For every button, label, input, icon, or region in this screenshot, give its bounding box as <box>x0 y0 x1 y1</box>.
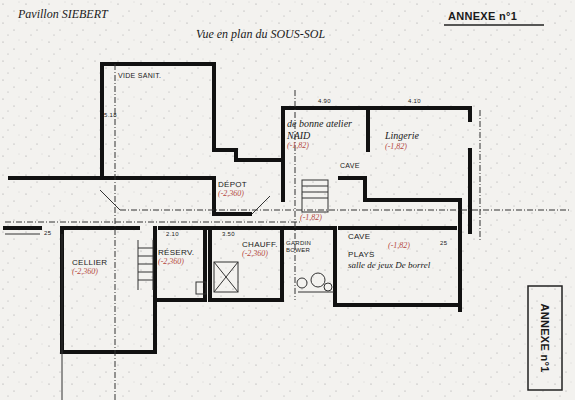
room-area: Lingerie(-1,82) <box>385 130 421 151</box>
level-mark: (-1,82) <box>287 141 363 150</box>
dimension: 2.10 <box>166 231 179 238</box>
room-name: DÉPOT <box>218 180 250 189</box>
room-area: DÉPOT(-2,360) <box>218 180 250 198</box>
dimension: 25 <box>440 240 447 247</box>
room-name: GARDIN <box>286 240 314 247</box>
room-area: RÉSERV.(-2,360) <box>158 248 197 266</box>
walls <box>5 64 470 352</box>
room-name: de bonne atelier NAID <box>287 118 363 141</box>
annex-header: ANNEXE n°1 <box>448 10 517 22</box>
room-area: CHAUFF.(-2,360) <box>242 240 280 258</box>
room-name: CAVE <box>348 232 456 241</box>
room-name: RÉSERV. <box>158 248 197 257</box>
underline <box>444 24 544 25</box>
room-name: BOWER <box>286 247 314 254</box>
level-mark: (-2,360) <box>158 257 197 266</box>
room-name: CHAUFF. <box>242 240 280 249</box>
dimension: 25 <box>44 230 51 237</box>
level-mark: (-2,360) <box>72 267 110 276</box>
room-name: CAVE <box>340 162 360 170</box>
room-area: CELLIER(-2,360) <box>72 258 110 276</box>
header-note: Pavillon SIEBERT <box>18 8 108 21</box>
dimension: 4.90 <box>318 98 331 105</box>
room-name: PLAYS <box>348 250 456 259</box>
room-area: CAVE(-1,82)PLAYSsalle de jeux De borrel <box>348 232 456 270</box>
dimension: 4.10 <box>408 98 421 105</box>
room-name: Lingerie <box>385 130 421 142</box>
room-area: VIDE SANIT. <box>118 72 164 80</box>
room-name: salle de jeux De borrel <box>348 260 456 270</box>
room-name: CELLIER <box>72 258 110 267</box>
level-mark: (-1,82) <box>300 214 322 223</box>
dimension: 5.18 <box>104 112 117 119</box>
level-mark: (-2,360) <box>242 249 280 258</box>
plan-title: Vue en plan du SOUS-SOL <box>196 28 325 41</box>
room-area: GARDINBOWER <box>286 240 314 254</box>
room-name: VIDE SANIT. <box>118 72 164 80</box>
level-mark: (-1,82) <box>385 142 421 151</box>
annex-box-text: ANNEXE n°1 <box>539 303 551 372</box>
thin-lines <box>5 64 570 400</box>
level-mark: (-2,360) <box>218 189 250 198</box>
annex-box <box>528 286 562 390</box>
dimension: 3.50 <box>222 231 235 238</box>
room-area: de bonne atelier NAID(-1,82) <box>287 118 363 150</box>
